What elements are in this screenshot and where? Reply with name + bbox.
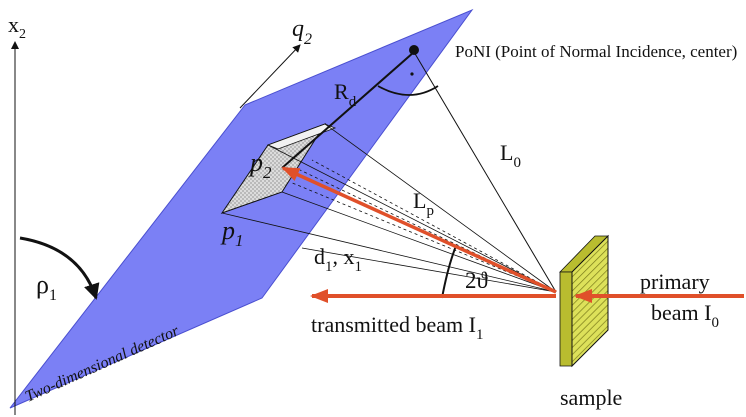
primary-beam-label-line1: primary <box>640 269 710 294</box>
poni-point <box>409 45 419 55</box>
sample-label: sample <box>560 385 622 410</box>
d1-x1-label: d1, x1 <box>314 244 362 275</box>
two-theta-arc <box>441 245 457 299</box>
p1-label: p1 <box>220 216 244 250</box>
scattered-beam <box>281 166 557 294</box>
rho1-label: ρ1 <box>36 270 57 304</box>
q2-axis <box>239 44 301 109</box>
two-theta-label: 2ϑ <box>465 268 489 293</box>
poni-label: PoNI (Point of Normal Incidence, center) <box>455 42 737 61</box>
right-angle-arc <box>377 85 439 96</box>
rd-line <box>281 51 415 169</box>
l0-label: L0 <box>500 140 521 171</box>
projection-lines <box>221 123 557 293</box>
primary-beam-label-line2: beam I0 <box>651 300 719 331</box>
x2-label: x2 <box>8 12 26 42</box>
l0-line <box>413 51 557 293</box>
detector-plane <box>9 8 474 409</box>
lp-label: Lp <box>413 188 434 219</box>
sample-edge <box>559 271 573 367</box>
transmitted-beam-label: transmitted beam I1 <box>311 312 483 343</box>
right-angle-dot <box>410 72 414 76</box>
pixel-top-face <box>266 123 337 150</box>
rho1-rotation-arrow <box>19 236 100 300</box>
q2-label: q2 <box>292 16 312 48</box>
p2-label: p2 <box>248 148 272 182</box>
rd-label: Rd <box>334 79 357 110</box>
